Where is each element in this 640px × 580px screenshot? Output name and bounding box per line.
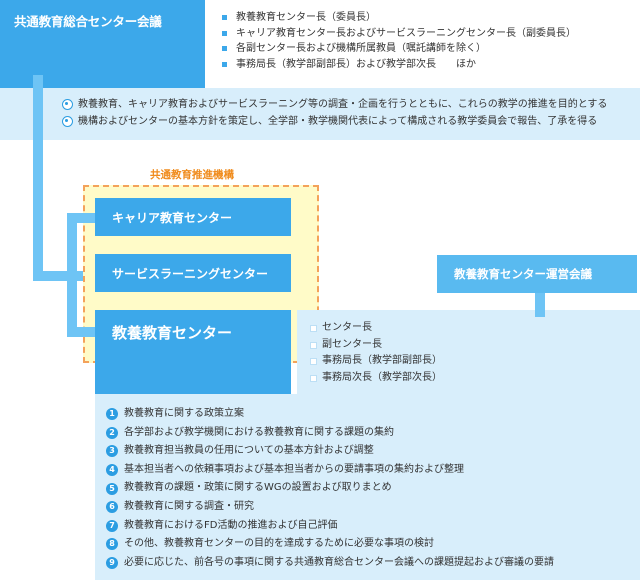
council-member: キャリア教育センター長およびサービスラーニングセンター長（副委員長） (222, 26, 576, 42)
duty-item: 3 教養教育担当教員の任用についての基本方針および調整 (106, 442, 554, 461)
duty-text: 教養教育に関する政策立案 (124, 408, 244, 419)
council-member: 各副センター長および機構所属教員（嘱託講師を除く） (222, 41, 576, 57)
career-education-center-box: キャリア教育センター (95, 198, 291, 236)
duty-item: 1 教養教育に関する政策立案 (106, 405, 554, 424)
council-member: 教養教育センター長（委員長） (222, 10, 576, 26)
number-badge: 8 (106, 538, 118, 551)
council-box (0, 0, 205, 88)
number-badge: 9 (106, 557, 118, 570)
operations-members-panel (297, 310, 640, 394)
connector-spine-vertical (33, 75, 43, 281)
operations-member: 事務局長（教学部副部長） (310, 353, 442, 370)
number-badge: 1 (106, 408, 118, 421)
organization-label: 共通教育推進機構 (150, 169, 234, 181)
operations-council-box: 教養教育センター運営会議 (437, 255, 637, 293)
service-learning-center-box: サービスラーニングセンター (95, 254, 291, 292)
purpose-list: 教養教育、キャリア教育およびサービスラーニング等の調査・企画を行うとともに、これ… (62, 96, 607, 130)
number-badge: 2 (106, 426, 118, 439)
number-badge: 4 (106, 464, 118, 477)
duty-text: 教養教育担当教員の任用についての基本方針および調整 (124, 445, 374, 457)
purpose-item: 機構およびセンターの基本方針を策定し、全学部・教学機関代表によって構成される教学… (62, 113, 607, 130)
duty-item: 5 教養教育の課題・政策に関するWGの設置および取りまとめ (106, 479, 554, 498)
duty-item: 8 その他、教養教育センターの目的を達成するために必要な事項の検討 (106, 535, 554, 554)
duty-item: 9 必要に応じた、前各号の事項に関する共通教育総合センター会議への課題提起および審… (106, 554, 554, 573)
duty-text: 基本担当者への依頼事項および基本担当者からの要請事項の集約および整理 (124, 463, 464, 475)
duties-band (95, 394, 640, 580)
duty-item: 7 教養教育におけるFD活動の推進および自己評価 (106, 517, 554, 536)
number-badge: 5 (106, 482, 118, 495)
operations-member: 事務局次長（教学部次長） (310, 370, 442, 387)
purpose-band (0, 88, 640, 140)
connector-bracket-top (67, 213, 95, 223)
duty-item: 6 教養教育に関する調査・研究 (106, 498, 554, 517)
connector-bracket-vertical (67, 213, 77, 337)
connector-operations-vertical (535, 293, 545, 317)
operations-member: 副センター長 (310, 337, 442, 354)
council-members-panel (205, 0, 640, 88)
duty-text: 教養教育の課題・政策に関するWGの設置および取りまとめ (124, 482, 392, 494)
duty-text: 各学部および教学機関における教養教育に関する課題の集約 (124, 426, 394, 438)
council-member: 事務局長（教学部副部長）および教学部次長 ほか (222, 57, 576, 73)
number-badge: 3 (106, 445, 118, 458)
operations-member: センター長 (310, 320, 442, 337)
duty-text: その他、教養教育センターの目的を達成するために必要な事項の検討 (124, 538, 434, 550)
duty-text: 教養教育におけるFD活動の推進および自己評価 (124, 519, 338, 531)
number-badge: 6 (106, 501, 118, 514)
connector-spine-horizontal (33, 271, 95, 281)
number-badge: 7 (106, 519, 118, 532)
duty-text: 必要に応じた、前各号の事項に関する共通教育総合センター会議への課題提起および審議… (124, 556, 554, 568)
council-member-list: 教養教育センター長（委員長） キャリア教育センター長およびサービスラーニングセン… (222, 10, 576, 72)
operations-member-list: センター長 副センター長 事務局長（教学部副部長） 事務局次長（教学部次長） (310, 320, 442, 386)
duty-list: 1 教養教育に関する政策立案 2 各学部および教学機関における教養教育に関する課題の… (106, 405, 554, 572)
duty-item: 4 基本担当者への依頼事項および基本担当者からの要請事項の集約および整理 (106, 461, 554, 480)
duty-item: 2 各学部および教学機関における教養教育に関する課題の集約 (106, 424, 554, 443)
purpose-item: 教養教育、キャリア教育およびサービスラーニング等の調査・企画を行うとともに、これ… (62, 96, 607, 113)
connector-bracket-bottom (67, 327, 95, 337)
council-title: 共通教育総合センター会議 (14, 14, 162, 29)
duty-text: 教養教育に関する調査・研究 (124, 500, 254, 512)
liberal-arts-center-box: 教養教育センター (95, 310, 291, 394)
